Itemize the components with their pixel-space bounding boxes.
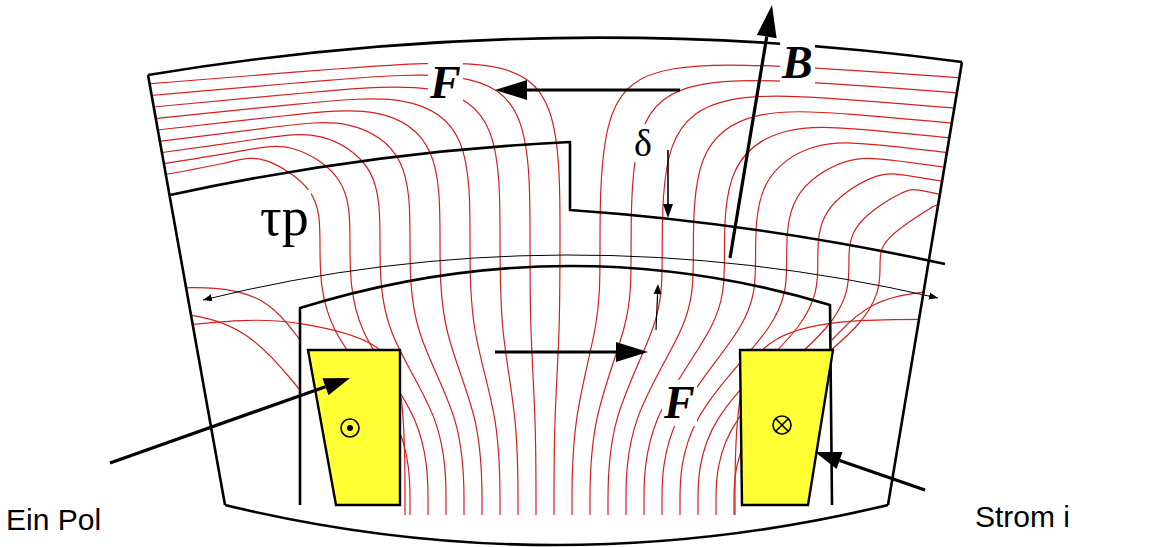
field-line bbox=[135, 111, 482, 515]
sector-bottom-arc bbox=[225, 505, 888, 545]
current-leader-head bbox=[815, 452, 843, 469]
coil-group bbox=[308, 350, 833, 505]
field-line bbox=[608, 96, 990, 515]
field-line bbox=[644, 127, 990, 515]
gap-arrow bbox=[656, 294, 658, 330]
field-line bbox=[716, 190, 990, 515]
sector-edge-left bbox=[148, 75, 225, 505]
current-label: Strom i bbox=[973, 502, 1072, 532]
current-out-symbol bbox=[341, 419, 359, 437]
force-arrows bbox=[110, 5, 925, 490]
stator-force-arrow-head bbox=[495, 80, 527, 100]
field-line bbox=[734, 205, 990, 515]
force-label: F bbox=[428, 60, 463, 106]
force-label: F bbox=[662, 380, 697, 426]
stator-outer-arc bbox=[148, 38, 962, 75]
airgap-arrow bbox=[667, 150, 669, 204]
rotor-force-arrow-head bbox=[616, 342, 648, 362]
coil-right bbox=[740, 350, 833, 505]
pole-label: Ein Pol bbox=[4, 505, 103, 535]
pole-leader-head bbox=[322, 378, 350, 395]
rotor-pole bbox=[300, 266, 832, 505]
flux-density-arrow bbox=[730, 37, 767, 258]
machine-outline bbox=[148, 38, 962, 545]
current-in-symbol bbox=[773, 416, 791, 434]
field-line bbox=[572, 65, 990, 515]
field-line bbox=[140, 313, 300, 390]
field-line bbox=[135, 146, 428, 515]
pole-pitch-dimension bbox=[203, 255, 938, 300]
field-line bbox=[626, 112, 990, 515]
coil-left bbox=[308, 350, 400, 505]
field-line bbox=[135, 63, 560, 515]
field-line bbox=[140, 320, 405, 515]
field-line bbox=[662, 143, 990, 515]
rotor-force-arrow bbox=[495, 350, 616, 353]
current-out-dot bbox=[347, 425, 353, 431]
airgap-label: δ bbox=[632, 124, 654, 162]
current-leader bbox=[840, 460, 925, 490]
sector-edge-right bbox=[888, 62, 962, 505]
field-line bbox=[680, 158, 990, 515]
stator-bore bbox=[170, 142, 945, 264]
pole-pitch-label: τp bbox=[258, 190, 311, 244]
field-line bbox=[590, 81, 990, 515]
gap-arrow-head bbox=[654, 284, 662, 294]
field-line bbox=[698, 174, 990, 515]
stator-force-arrow bbox=[527, 88, 680, 91]
airgap-arrow-head bbox=[663, 204, 673, 218]
current-in-cross bbox=[776, 419, 788, 431]
field-line bbox=[735, 319, 990, 515]
flux-density-arrow-head bbox=[757, 5, 777, 38]
flux-density-label: B bbox=[780, 40, 815, 86]
field-line bbox=[135, 75, 536, 515]
field-lines bbox=[135, 63, 990, 515]
field-line bbox=[832, 290, 990, 340]
field-line bbox=[135, 158, 410, 515]
pole-leader bbox=[110, 387, 325, 463]
